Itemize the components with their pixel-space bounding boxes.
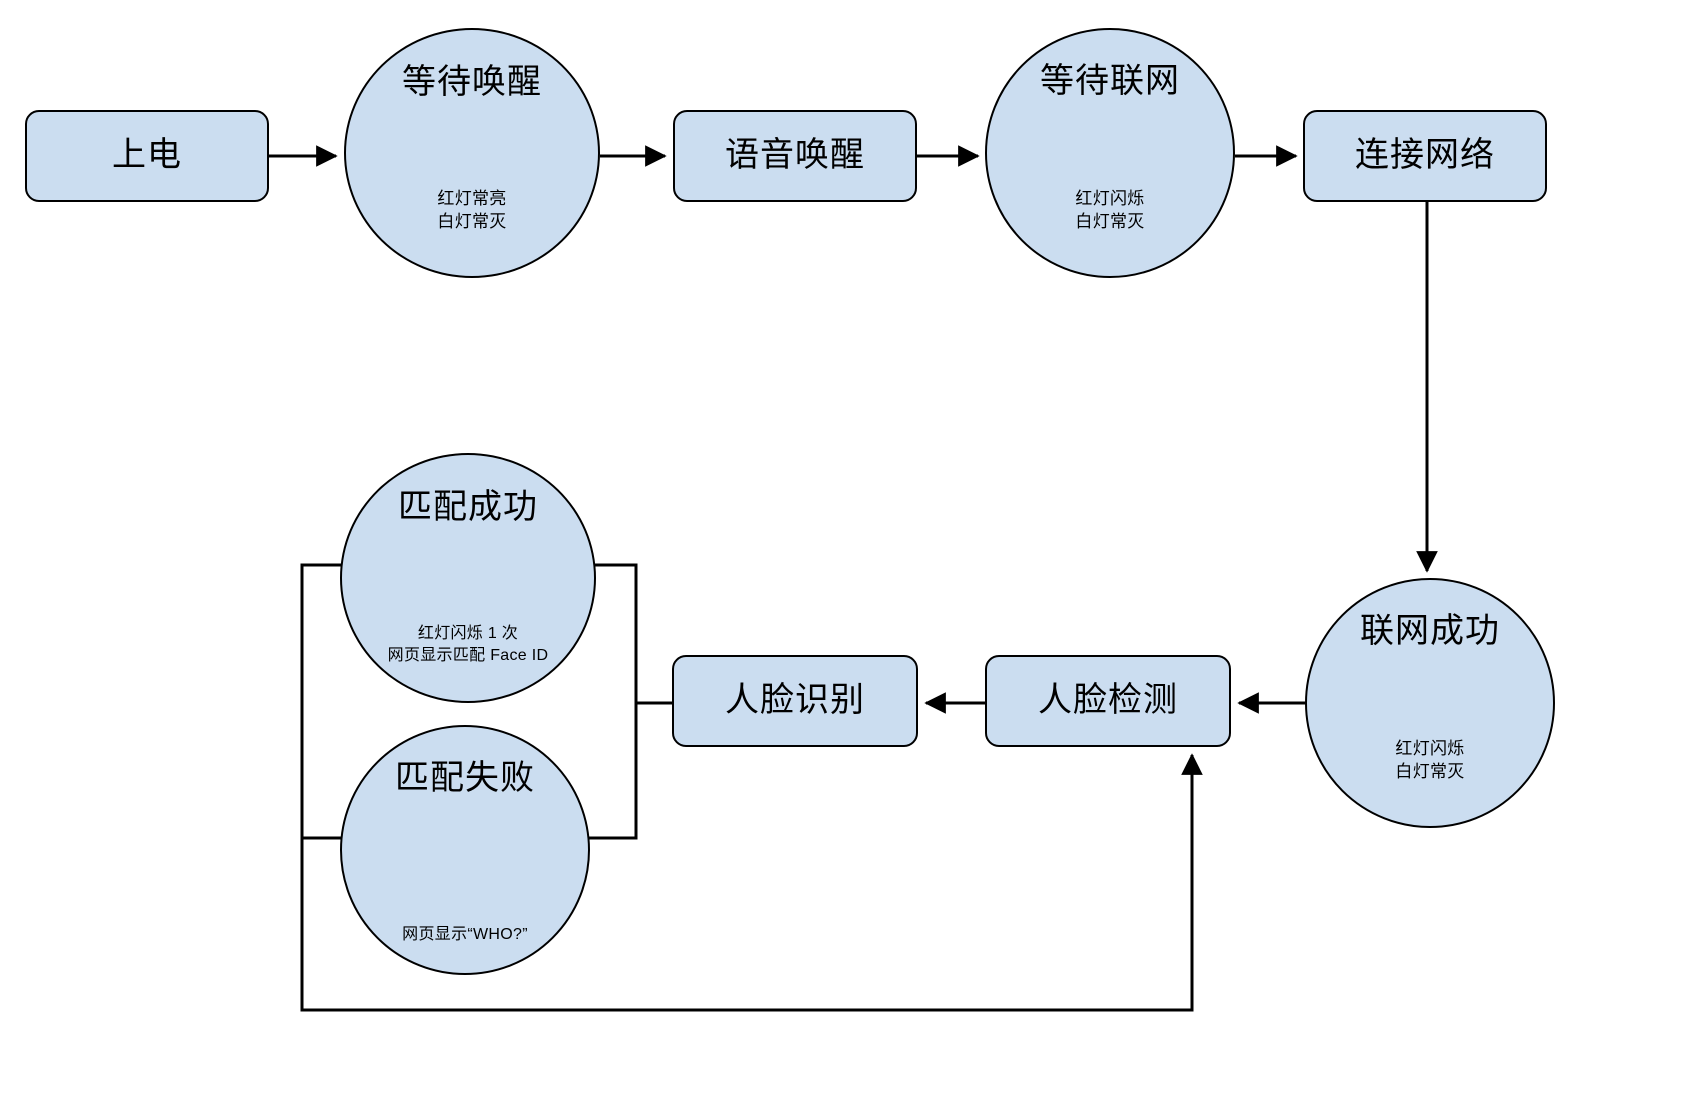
node-power-on-title: 上电: [112, 136, 182, 175]
node-connect-network[interactable]: 连接网络: [1303, 110, 1547, 202]
node-match-success-title: 匹配成功: [398, 487, 538, 526]
node-wait-network-subtext: 红灯闪烁 白灯常灭: [1075, 189, 1145, 232]
node-match-success[interactable]: 匹配成功 红灯闪烁 1 次 网页显示匹配 Face ID: [340, 453, 596, 703]
node-wait-network-title: 等待联网: [1040, 61, 1180, 100]
node-power-on[interactable]: 上电: [25, 110, 269, 202]
node-match-fail-subtext: 网页显示“WHO?”: [402, 926, 528, 944]
node-wait-wakeup-subtext: 红灯常亮 白灯常灭: [437, 189, 507, 232]
node-network-success[interactable]: 联网成功 红灯闪烁 白灯常灭: [1305, 578, 1555, 828]
node-wait-wakeup[interactable]: 等待唤醒 红灯常亮 白灯常灭: [344, 28, 600, 278]
node-wait-wakeup-title: 等待唤醒: [402, 62, 542, 101]
node-face-recognize[interactable]: 人脸识别: [672, 655, 918, 747]
node-network-success-subtext: 红灯闪烁 白灯常灭: [1395, 739, 1465, 782]
node-match-fail[interactable]: 匹配失败 网页显示“WHO?”: [340, 725, 590, 975]
node-face-detect-title: 人脸检测: [1038, 681, 1178, 720]
node-face-recognize-title: 人脸识别: [725, 681, 865, 720]
node-wait-network[interactable]: 等待联网 红灯闪烁 白灯常灭: [985, 28, 1235, 278]
node-voice-wakeup-title: 语音唤醒: [725, 136, 865, 175]
node-match-success-subtext: 红灯闪烁 1 次 网页显示匹配 Face ID: [387, 625, 549, 664]
node-network-success-title: 联网成功: [1360, 611, 1500, 650]
node-connect-network-title: 连接网络: [1355, 136, 1495, 175]
node-face-detect[interactable]: 人脸检测: [985, 655, 1231, 747]
node-match-fail-title: 匹配失败: [395, 758, 535, 797]
node-voice-wakeup[interactable]: 语音唤醒: [673, 110, 917, 202]
